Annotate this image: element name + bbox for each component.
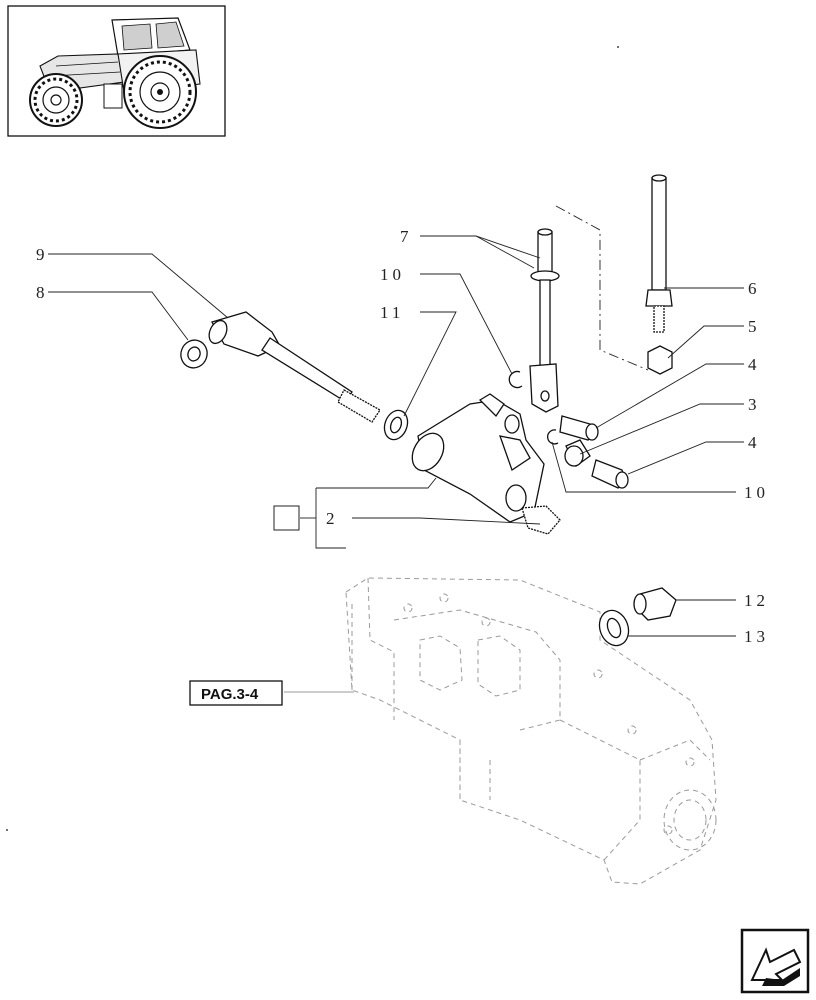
- part-3-bushing: [564, 439, 591, 467]
- callout-9: 9: [36, 245, 49, 264]
- page-reference-link[interactable]: PAG.3-4: [189, 680, 283, 706]
- part-11-ring: [383, 409, 409, 441]
- kit-reference-box: [273, 505, 300, 531]
- callout-7: 7: [400, 227, 413, 246]
- part-9-shaft: [208, 311, 381, 423]
- callout-10-upper: 10: [380, 265, 405, 284]
- part-13-washer: [598, 609, 630, 647]
- scan-dot: [617, 46, 619, 48]
- callout-10-lower: 10: [744, 483, 769, 502]
- callout-8: 8: [36, 283, 49, 302]
- leader-lines: [48, 205, 744, 637]
- part-8-ring: [180, 339, 208, 369]
- tractor-thumbnail-icon: [7, 5, 226, 137]
- part-10-clip-upper: [508, 370, 523, 389]
- part-12-plug: [633, 587, 677, 621]
- callout-labels: 9 8 7 10 11 6 5 4 3 4 10 2 12 13: [36, 227, 769, 646]
- next-page-arrow-icon[interactable]: [740, 928, 810, 994]
- callout-2: 2: [326, 509, 339, 528]
- callout-4-upper: 4: [748, 355, 761, 374]
- callout-4-lower: 4: [748, 433, 761, 452]
- callout-13: 13: [744, 627, 769, 646]
- part-7-rod: [529, 228, 560, 413]
- part-4-pin-lower: [591, 459, 629, 489]
- callout-6: 6: [748, 279, 761, 298]
- part-6-stud: [645, 174, 673, 333]
- callout-12: 12: [744, 591, 769, 610]
- callout-11: 11: [380, 303, 404, 322]
- page-reference-label[interactable]: PAG.3-4: [201, 686, 259, 703]
- part-10-clip-lower: [546, 429, 559, 445]
- callout-5: 5: [748, 317, 761, 336]
- housing-reference-outline: [345, 577, 717, 885]
- scan-dot: [6, 829, 8, 831]
- part-4-pin-upper: [559, 415, 599, 441]
- callout-3: 3: [748, 395, 761, 414]
- part-5-nut: [647, 345, 673, 375]
- part-2-lever-body: [411, 393, 561, 535]
